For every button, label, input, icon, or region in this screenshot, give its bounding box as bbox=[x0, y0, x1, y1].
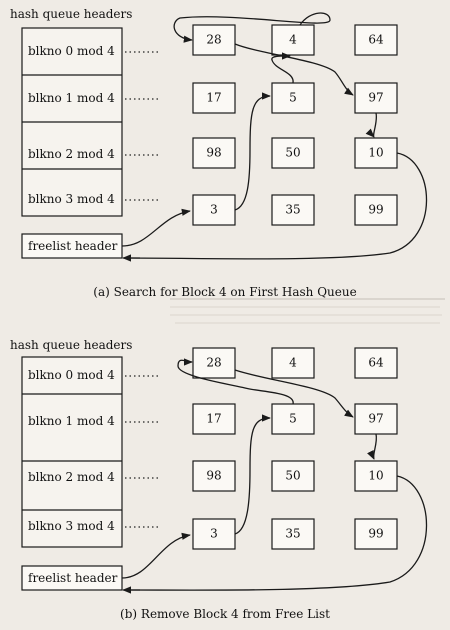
svg-text:98: 98 bbox=[206, 146, 221, 160]
buffer-block: 64 bbox=[354, 347, 398, 379]
buffer-block: 98 bbox=[192, 460, 236, 492]
svg-text:10: 10 bbox=[368, 146, 383, 160]
freelist-header-label: freelist header bbox=[28, 571, 118, 585]
panel-b: hash queue headers blkno 0 mod 4 blkno 1… bbox=[10, 338, 428, 621]
freelist-links bbox=[121, 12, 428, 262]
svg-text:35: 35 bbox=[285, 527, 300, 541]
svg-text:10: 10 bbox=[368, 469, 383, 483]
buffer-block: 50 bbox=[271, 137, 315, 169]
svg-text:28: 28 bbox=[206, 356, 221, 370]
svg-text:3: 3 bbox=[210, 527, 218, 541]
svg-text:35: 35 bbox=[285, 203, 300, 217]
buffer-block: 4 bbox=[271, 347, 315, 379]
buffer-block: 5 bbox=[271, 82, 315, 114]
svg-text:99: 99 bbox=[368, 527, 383, 541]
buffer-block: 10 bbox=[354, 460, 398, 492]
buffer-block: 35 bbox=[271, 194, 315, 226]
svg-text:50: 50 bbox=[285, 469, 300, 483]
svg-text:99: 99 bbox=[368, 203, 383, 217]
buffer-block: 98 bbox=[192, 137, 236, 169]
svg-text:28: 28 bbox=[206, 33, 221, 47]
freelist-header-box bbox=[21, 565, 123, 591]
svg-text:17: 17 bbox=[206, 91, 221, 105]
buffer-block: 99 bbox=[354, 194, 398, 226]
svg-text:17: 17 bbox=[206, 412, 221, 426]
svg-text:4: 4 bbox=[289, 356, 297, 370]
buffer-block: 28 bbox=[192, 347, 236, 379]
hash-row-label: blkno 2 mod 4 bbox=[28, 147, 115, 161]
buffer-block: 3 bbox=[192, 194, 236, 226]
hash-row-label: blkno 3 mod 4 bbox=[28, 519, 115, 533]
buffer-block: 28 bbox=[192, 24, 236, 56]
svg-text:64: 64 bbox=[368, 33, 384, 47]
svg-text:4: 4 bbox=[289, 33, 297, 47]
background-texture bbox=[170, 298, 445, 324]
caption-a: (a) Search for Block 4 on First Hash Que… bbox=[93, 285, 356, 299]
hash-row-label: blkno 1 mod 4 bbox=[28, 91, 115, 105]
buffer-block: 97 bbox=[354, 403, 398, 435]
buffer-block: 17 bbox=[192, 82, 236, 114]
freelist-links bbox=[121, 358, 428, 594]
svg-text:50: 50 bbox=[285, 146, 300, 160]
svg-text:3: 3 bbox=[210, 203, 218, 217]
buffer-block: 35 bbox=[271, 518, 315, 550]
buffer-block: 50 bbox=[271, 460, 315, 492]
hash-row-label: blkno 0 mod 4 bbox=[28, 368, 115, 382]
hash-row-label: blkno 0 mod 4 bbox=[28, 44, 115, 58]
caption-b: (b) Remove Block 4 from Free List bbox=[120, 607, 330, 621]
hash-queue-headers-title: hash queue headers bbox=[10, 338, 132, 352]
svg-text:98: 98 bbox=[206, 469, 221, 483]
buffer-block: 99 bbox=[354, 518, 398, 550]
svg-text:5: 5 bbox=[289, 91, 297, 105]
hash-queue-header-column bbox=[21, 356, 123, 548]
hash-row-label: blkno 2 mod 4 bbox=[28, 470, 115, 484]
svg-text:64: 64 bbox=[368, 356, 384, 370]
panel-a: hash queue headers blkno 0 mod 4 blkno 1… bbox=[10, 7, 428, 299]
buffer-block: 97 bbox=[354, 82, 398, 114]
buffer-block: 64 bbox=[354, 24, 398, 56]
buffer-block: 10 bbox=[354, 137, 398, 169]
svg-text:97: 97 bbox=[368, 412, 383, 426]
hash-queue-headers-title: hash queue headers bbox=[10, 7, 132, 21]
buffer-block: 3 bbox=[192, 518, 236, 550]
buffer-block: 4 bbox=[271, 24, 315, 56]
buffer-block: 5 bbox=[271, 403, 315, 435]
buffer-block: 17 bbox=[192, 403, 236, 435]
hash-row-label: blkno 3 mod 4 bbox=[28, 192, 115, 206]
freelist-header-label: freelist header bbox=[28, 239, 118, 253]
hash-row-label: blkno 1 mod 4 bbox=[28, 414, 115, 428]
svg-text:5: 5 bbox=[289, 412, 297, 426]
svg-text:97: 97 bbox=[368, 91, 383, 105]
